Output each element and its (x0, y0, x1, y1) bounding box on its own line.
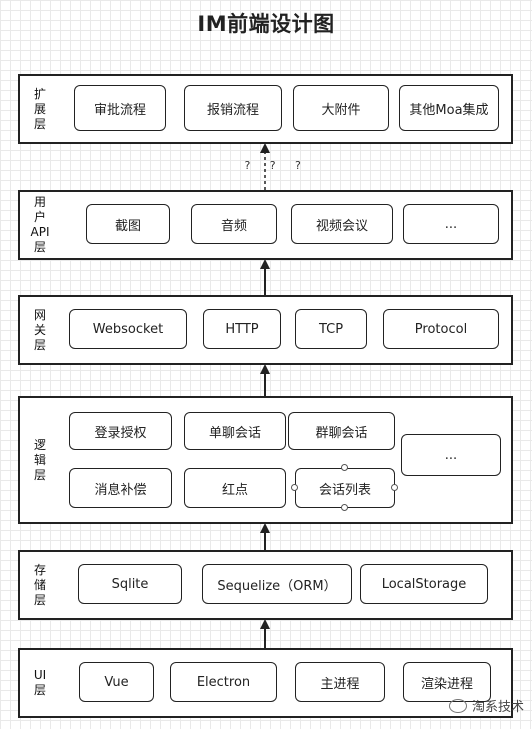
node-single-chat: 单聊会话 (184, 412, 286, 450)
layer-label-gateway: 网关层 (33, 307, 46, 352)
wechat-icon (448, 698, 467, 713)
watermark: 淘系技术 (448, 696, 524, 715)
layer-label-user-api: 用户API层 (30, 195, 50, 254)
layer-ui: UI层 Vue Electron 主进程 渲染进程 (18, 648, 513, 718)
layer-label-extension: 扩展层 (33, 86, 46, 131)
node-websocket: Websocket (69, 309, 187, 349)
node-main-process: 主进程 (295, 662, 385, 702)
selection-handle-right[interactable] (391, 484, 398, 491)
node-tcp: TCP (295, 309, 367, 349)
node-protocol: Protocol (383, 309, 499, 349)
node-red-dot: 红点 (184, 468, 286, 508)
node-message-compensation: 消息补偿 (69, 468, 172, 508)
node-group-chat: 群聊会话 (288, 412, 395, 450)
node-screenshot: 截图 (86, 204, 170, 244)
node-user-api-more: ... (403, 204, 499, 244)
selection-handle-bottom[interactable] (341, 504, 348, 511)
node-http: HTTP (203, 309, 281, 349)
node-login-auth: 登录授权 (69, 412, 172, 450)
diagram-title: IM前端设计图 (197, 12, 335, 36)
watermark-text: 淘系技术 (471, 700, 524, 715)
layer-label-logic: 逻辑层 (33, 437, 46, 482)
layer-label-ui: UI层 (33, 668, 47, 697)
node-approval-flow: 审批流程 (74, 85, 166, 131)
layer-label-storage: 存储层 (33, 562, 46, 607)
layer-storage: 存储层 Sqlite Sequelize（ORM） LocalStorage (18, 550, 513, 620)
unknown-link-label: ? ? ? (244, 159, 308, 172)
layer-user-api: 用户API层 截图 音频 视频会议 ... (18, 190, 513, 260)
node-reimbursement-flow: 报销流程 (184, 85, 282, 131)
node-electron: Electron (170, 662, 277, 702)
node-sequelize: Sequelize（ORM） (202, 564, 352, 604)
node-video-conference: 视频会议 (291, 204, 393, 244)
node-other-moa: 其他Moa集成 (399, 85, 499, 131)
node-renderer-process: 渲染进程 (403, 662, 491, 702)
layer-logic: 逻辑层 登录授权 单聊会话 群聊会话 ... 消息补偿 红点 会话列表 (18, 396, 513, 524)
layer-gateway: 网关层 Websocket HTTP TCP Protocol (18, 295, 513, 365)
layer-extension: 扩展层 审批流程 报销流程 大附件 其他Moa集成 (18, 74, 513, 144)
selection-handle-left[interactable] (291, 484, 298, 491)
node-vue: Vue (79, 662, 154, 702)
node-audio: 音频 (191, 204, 277, 244)
node-localstorage: LocalStorage (360, 564, 488, 604)
node-logic-more: ... (401, 434, 501, 476)
node-sqlite: Sqlite (78, 564, 182, 604)
selection-handle-top[interactable] (341, 464, 348, 471)
node-large-attachment: 大附件 (293, 85, 389, 131)
